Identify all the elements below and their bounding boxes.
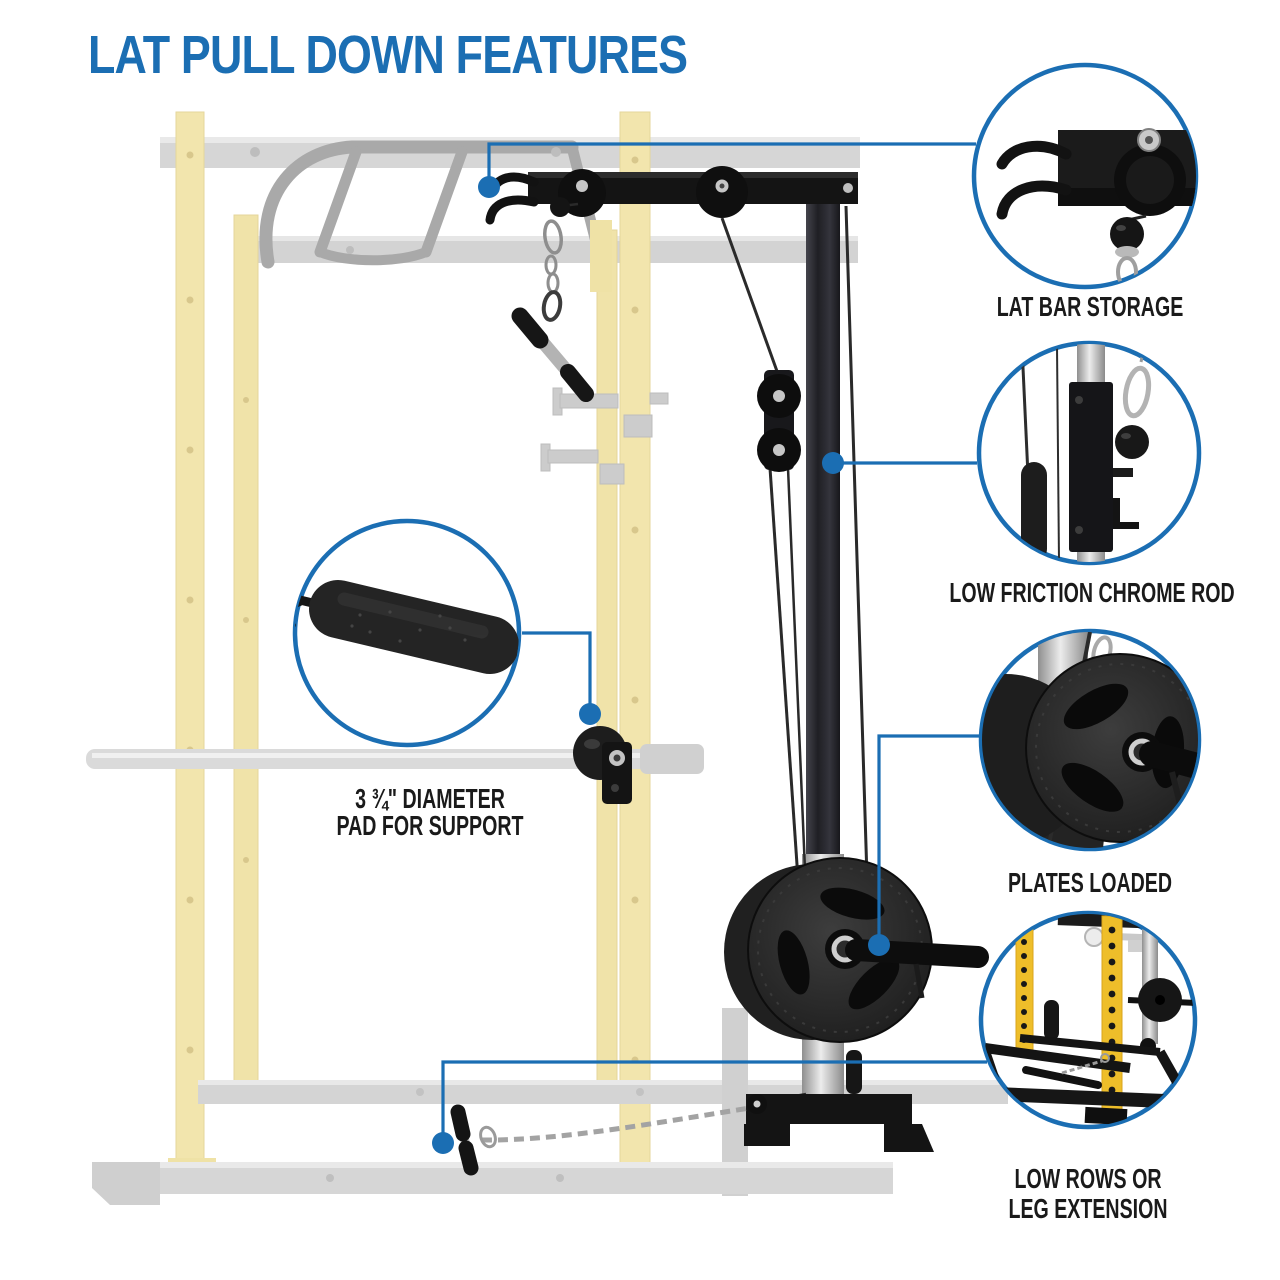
callout-label-line: LEG EXTENSION	[1008, 1193, 1168, 1224]
ghost-barbell	[86, 744, 704, 774]
callout-label-line: LOW ROWS OR	[1014, 1163, 1162, 1194]
callout-circle-plates-loaded	[978, 628, 1202, 852]
connector-dot	[868, 934, 890, 956]
low-row-handle	[450, 1104, 751, 1176]
callout-label-line: PAD FOR SUPPORT	[336, 810, 524, 841]
callout-circle-low-friction-chrome-rod	[976, 340, 1202, 566]
tower-base	[744, 1094, 934, 1152]
callout-connectors	[441, 142, 987, 1143]
hanging-v-handle	[511, 197, 594, 402]
rack-uprights	[168, 111, 662, 1179]
connector-line	[522, 631, 592, 714]
foam-support-pad	[573, 726, 632, 804]
callout-label-low-friction-chrome-rod: LOW FRICTION CHROME ROD	[888, 579, 1280, 607]
double-pulley	[757, 370, 801, 472]
callout-label-low-rows-leg-extension: LOW ROWS OR LEG EXTENSION	[974, 1164, 1201, 1224]
connector-dot	[822, 452, 844, 474]
chain	[481, 1105, 751, 1143]
callout-label-line: PLATES LOADED	[1007, 867, 1173, 898]
cable-ball-stop	[550, 197, 570, 217]
connector-dot	[579, 703, 601, 725]
power-rack-ghost	[86, 111, 1008, 1205]
callout-label-lat-bar-storage: LAT BAR STORAGE	[957, 293, 1224, 321]
callout-label-line: 3 ¾" DIAMETER	[355, 783, 505, 814]
callout-label-pad-for-support: 3 ¾" DIAMETER PAD FOR SUPPORT	[296, 783, 563, 841]
ghost-weight-horns	[540, 387, 673, 771]
connector-line	[487, 142, 976, 187]
lat-tower	[450, 166, 989, 1176]
callout-label-plates-loaded: PLATES LOADED	[973, 869, 1207, 897]
connector-dot	[432, 1132, 454, 1154]
page-title: LAT PULL DOWN FEATURES	[88, 25, 688, 85]
connector-line	[877, 734, 979, 945]
cables	[561, 202, 871, 1104]
connector-dot	[478, 176, 500, 198]
callout-circle-pad-for-support	[292, 518, 522, 748]
carabiner-icon	[543, 219, 563, 255]
callout-label-line: LAT BAR STORAGE	[996, 291, 1184, 322]
callout-circle-lat-bar-storage	[971, 62, 1199, 290]
connector-line	[441, 1060, 987, 1143]
weight-plates	[724, 857, 989, 1094]
callout-label-line: LOW FRICTION CHROME ROD	[949, 577, 1235, 608]
callout-dots	[432, 176, 890, 1154]
callout-circle-low-rows-leg-extension	[978, 910, 1198, 1130]
